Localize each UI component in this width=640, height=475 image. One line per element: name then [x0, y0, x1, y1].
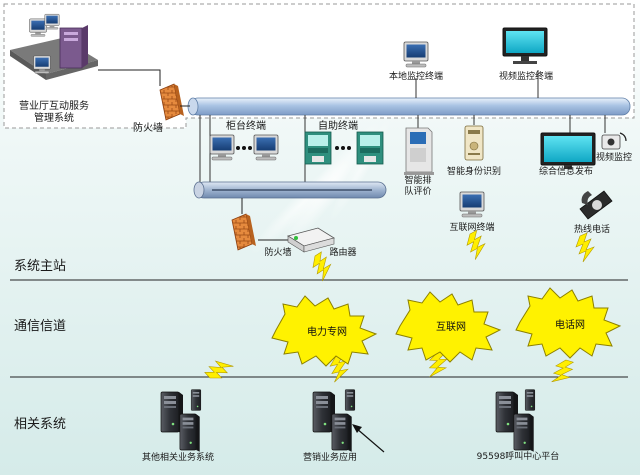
- video-camera-icon: [601, 132, 627, 150]
- counter-terminal-label: 柜台终端: [226, 119, 266, 132]
- smart-queue-label-line1: 智能排: [404, 174, 431, 186]
- top-backbone-bus: [187, 97, 631, 116]
- smart-queue-kiosk-icon: [404, 127, 434, 175]
- server-callcenter-2-icon: [524, 389, 536, 411]
- id-recognition-label: 智能身份识别: [447, 165, 501, 177]
- top-zone-label-line2: 管理系统: [34, 111, 74, 124]
- server-marketing-2-icon: [344, 389, 356, 411]
- self-service-ellipsis-icon: [335, 146, 351, 150]
- id-recognition-icon: [464, 125, 484, 161]
- self-service-terminal-1-icon: [304, 131, 332, 165]
- layer-label-master: 系统主站: [14, 259, 66, 274]
- firewall-bottom-label: 防火墙: [264, 246, 291, 258]
- cloud-telephone-icon: [515, 287, 622, 359]
- cloud-internet-label: 互联网: [436, 321, 466, 333]
- top-zone-label-line1: 营业厅互动服务: [19, 99, 89, 112]
- self-service-terminal-2-icon: [356, 131, 384, 165]
- cloud-power-icon: [271, 295, 378, 367]
- smart-queue-label-line2: 队评价: [404, 185, 431, 197]
- internet-terminal-label: 互联网终端: [449, 221, 494, 233]
- self-service-terminal-label: 自助终端: [318, 119, 358, 132]
- video-monitor-terminal-label: 视频监控终端: [499, 70, 553, 82]
- arrow-to-marketing-icon: [352, 424, 385, 453]
- server-other-3-icon: [179, 413, 201, 453]
- router-icon: [287, 227, 335, 253]
- cloud-telephone-label: 电话网: [555, 318, 585, 331]
- info-release-label: 综合信息发布: [539, 165, 593, 177]
- video-monitor-label: 视频监控: [596, 151, 632, 163]
- hotline-label: 热线电话: [574, 223, 610, 235]
- cloud-internet-icon: [395, 291, 502, 363]
- lower-bus: [193, 181, 387, 199]
- workstation-link: [98, 69, 161, 86]
- server-callcenter-3-icon: [513, 413, 535, 453]
- layer-label-related: 相关系统: [14, 417, 66, 432]
- server-other-2-icon: [190, 389, 202, 411]
- server-other-label: 其他相关业务系统: [142, 451, 214, 463]
- top-workstations-icon: [10, 13, 98, 80]
- firewall-top-label: 防火墙: [133, 121, 163, 134]
- local-monitor-label: 本地监控终端: [389, 70, 443, 82]
- hotline-telephone-icon: [579, 190, 613, 220]
- info-release-display-icon: [540, 132, 596, 169]
- server-callcenter-label: 95598呼叫中心平台: [477, 450, 560, 462]
- router-label: 路由器: [329, 246, 356, 258]
- cloud-power-label: 电力专网: [307, 325, 347, 338]
- firewall-top-icon: [159, 83, 184, 121]
- server-marketing-3-icon: [331, 413, 353, 453]
- video-monitor-terminal-icon: [502, 27, 548, 64]
- counter-ellipsis-icon: [236, 146, 252, 150]
- layer-label-channel: 通信信道: [14, 319, 66, 334]
- server-marketing-label: 营销业务应用: [303, 451, 357, 463]
- firewall-bottom-icon: [231, 213, 256, 251]
